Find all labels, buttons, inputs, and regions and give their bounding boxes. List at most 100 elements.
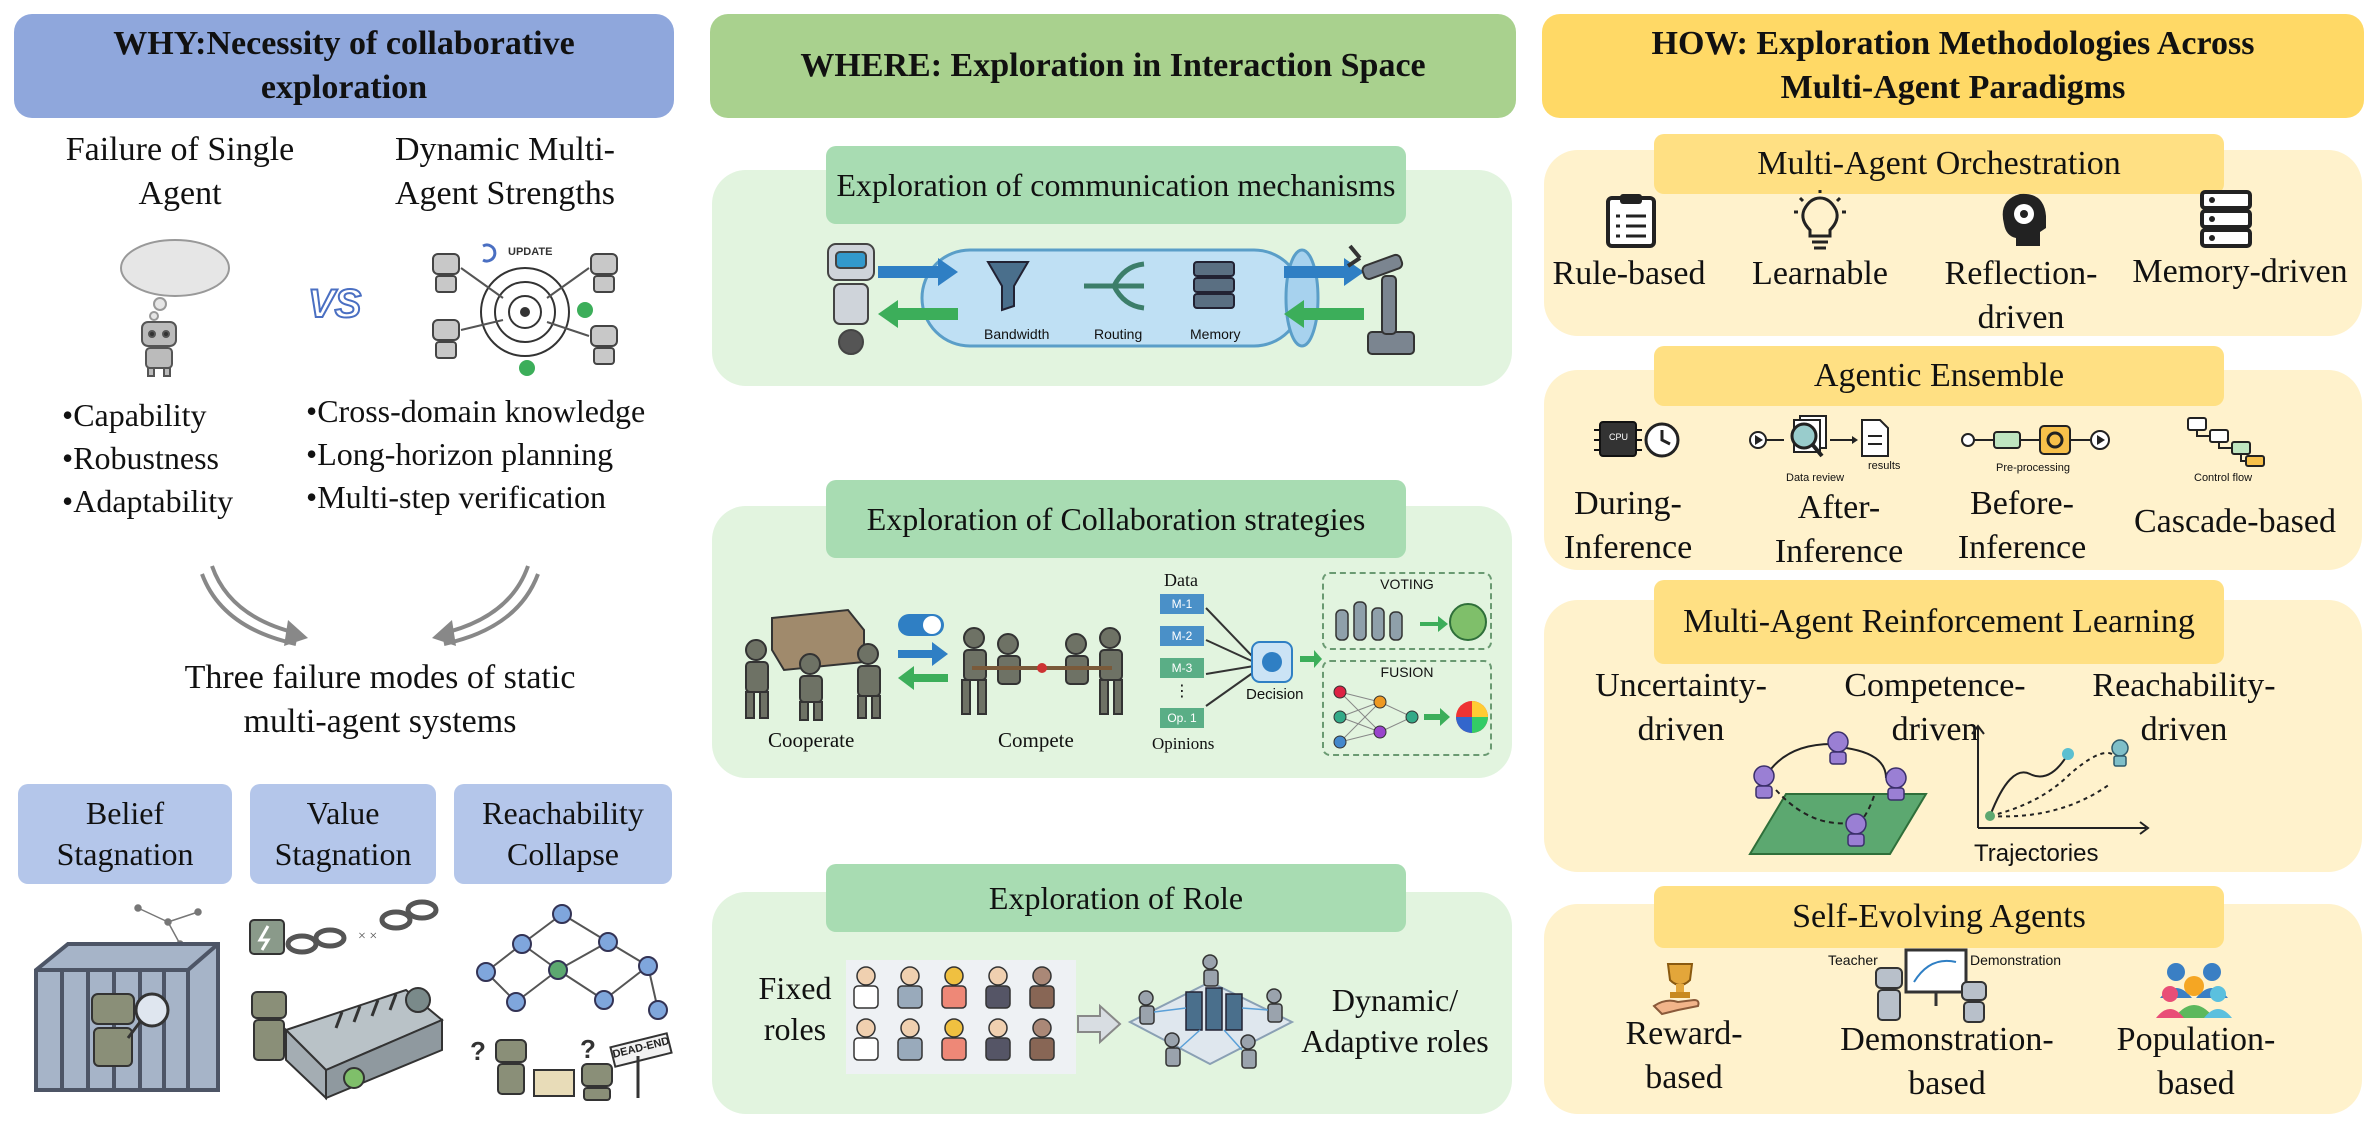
- whiteboard-icon: [1904, 948, 1968, 1006]
- voting-box: VOTING: [1322, 572, 1492, 650]
- decision-label: Decision: [1246, 686, 1304, 703]
- arrow-left-icon: [878, 300, 958, 328]
- mode-belief-stagnation: Belief Stagnation: [18, 784, 232, 884]
- bullet-long-horizon: •Long-horizon planning: [306, 436, 614, 472]
- collab-tag: Exploration of Collaboration strategies: [826, 480, 1406, 558]
- svg-text:?: ?: [580, 1034, 596, 1064]
- big-arrow-right-icon: [1077, 1003, 1122, 1045]
- update-label: UPDATE: [508, 246, 553, 258]
- demonstration-small-label: Demonstration: [1970, 952, 2062, 968]
- failure-caption: Three failure modes of static multi-agen…: [184, 659, 576, 740]
- teacher-whiteboard-icon: [1875, 948, 1987, 1023]
- bullet-adaptability: •Adaptability: [62, 483, 234, 519]
- document-icon: [1861, 419, 1889, 457]
- color-wheel-icon: [1456, 701, 1488, 733]
- robot-arm-icon: [1346, 244, 1415, 355]
- bullet-robustness: •Robustness: [62, 440, 219, 476]
- ens-after-inference: After-Inference: [1774, 489, 1904, 570]
- marl-uncertainty-driven: Uncertainty-driven: [1595, 667, 1767, 748]
- role-tag: Exploration of Role: [826, 864, 1406, 932]
- model-op1: Op. 1: [1160, 708, 1204, 728]
- adaptive-roles-illustration: [1127, 954, 1295, 1069]
- model-m1: M-1: [1160, 594, 1204, 614]
- se-population-based: Population-based: [2116, 1021, 2276, 1102]
- cooperate-illustration: [745, 608, 881, 721]
- where-banner: WHERE: Exploration in Interaction Space: [710, 14, 1516, 118]
- agent-icon: [2111, 739, 2129, 767]
- battery-icon: [249, 919, 285, 955]
- population-icon: [2156, 963, 2232, 1018]
- converging-arrows-icon: [200, 565, 540, 646]
- svg-text:× ×: × ×: [358, 929, 377, 944]
- comm-tag: Exploration of communication mechanisms: [826, 146, 1406, 224]
- robot-icon: [91, 993, 135, 1067]
- vs-label: VS: [307, 281, 362, 327]
- database-icon: [1193, 261, 1235, 309]
- lightbulb-icon: [1794, 190, 1846, 250]
- se-demonstration-based: Demonstration-based: [1840, 1021, 2054, 1102]
- bullet-multi-step: •Multi-step verification: [306, 479, 607, 515]
- robot-icon: [141, 321, 177, 377]
- bullet-capability: •Capability: [62, 397, 207, 433]
- marl-competence-driven: Competence-driven: [1844, 667, 2026, 748]
- ens-cascade-based: Cascade-based: [2133, 503, 2336, 540]
- network-graph-illustration: ? ?: [470, 904, 673, 1101]
- voting-label: VOTING: [1380, 576, 1434, 592]
- comm-bandwidth-label: Bandwidth: [984, 326, 1050, 342]
- where-title: WHERE: Exploration in Interaction Space: [800, 47, 1426, 85]
- marl-reachability-driven: Reachability-driven: [2092, 667, 2276, 748]
- teacher-label: Teacher: [1828, 952, 1878, 968]
- graph-nodes-icon: [476, 904, 668, 1020]
- cpu-clock-icon: [1594, 421, 1680, 458]
- caged-robot-illustration: [34, 904, 220, 1092]
- clipboard-icon: [1606, 194, 1656, 248]
- multi-bullets: •Cross-domain knowledge •Long-horizon pl…: [306, 390, 645, 519]
- refresh-icon: [482, 243, 497, 263]
- trajectories-label: Trajectories: [1974, 840, 2099, 867]
- trophy-hand-icon: [1652, 963, 1700, 1016]
- fixed-roles-grid-illustration: [846, 960, 1076, 1074]
- se-reward-based: Reward-based: [1625, 1015, 1743, 1096]
- how-title: HOW: Exploration Methodologies Across Mu…: [1651, 25, 2255, 106]
- control-flow-label: Control flow: [2194, 472, 2253, 484]
- marl-tag: Multi-Agent Reinforcement Learning: [1654, 580, 2224, 664]
- single-bullets: •Capability •Robustness •Adaptability: [62, 394, 233, 523]
- robot-icon: [251, 991, 287, 1061]
- decision-node-icon: [1251, 641, 1293, 683]
- marl-grid-illustration: [1748, 731, 1928, 855]
- mode-value-stagnation: Value Stagnation: [250, 784, 436, 884]
- robots-working-icon: [1138, 954, 1283, 1069]
- constellation-icon: [134, 904, 202, 948]
- data-review-label: Data review: [1786, 472, 1845, 484]
- check-icon: [577, 302, 593, 318]
- how-banner: HOW: Exploration Methodologies Across Mu…: [1542, 14, 2364, 118]
- model-stack: M-1 M-2 M-3 ⋮ Op. 1: [1160, 594, 1204, 728]
- arrow-right-icon: [898, 642, 948, 666]
- magnifier-icon: [1790, 422, 1824, 458]
- why-title: WHY:Necessity of collaborative explorati…: [113, 25, 575, 106]
- dead-end-sign-icon: [609, 1032, 673, 1098]
- server-racks-icon: [1185, 987, 1243, 1031]
- pre-processing-icon: [1961, 425, 2110, 455]
- single-robot-illustration: [120, 239, 230, 377]
- orchestration-tag: Multi-Agent Orchestration: [1654, 134, 2224, 194]
- arrow-right-icon: [1300, 650, 1322, 668]
- comm-pipeline-illustration: [827, 243, 1415, 355]
- robot-icon: [495, 1039, 613, 1101]
- model-dots: ⋮: [1174, 683, 1190, 700]
- control-flow-icon: [2187, 417, 2265, 467]
- group-icon: [1449, 603, 1487, 641]
- orch-memory-driven: Memory-driven: [2132, 253, 2348, 290]
- ensemble-tag: Agentic Ensemble: [1654, 346, 2224, 406]
- trajectory-chart-icon: [1971, 724, 2150, 835]
- single-agent-heading: Failure of Single Agent: [65, 131, 295, 212]
- data-review-icon: [1749, 415, 1889, 458]
- results-label: results: [1868, 460, 1901, 472]
- dynamic-roles-label: Dynamic/ Adaptive roles: [1301, 982, 1489, 1059]
- map-icon: [533, 1069, 575, 1097]
- toggle-swap-icon: [898, 614, 948, 690]
- check-icon: [519, 360, 535, 376]
- opinions-label: Opinions: [1152, 734, 1215, 753]
- cpu-label: CPU: [1609, 432, 1629, 442]
- coin-icon: [343, 1067, 365, 1089]
